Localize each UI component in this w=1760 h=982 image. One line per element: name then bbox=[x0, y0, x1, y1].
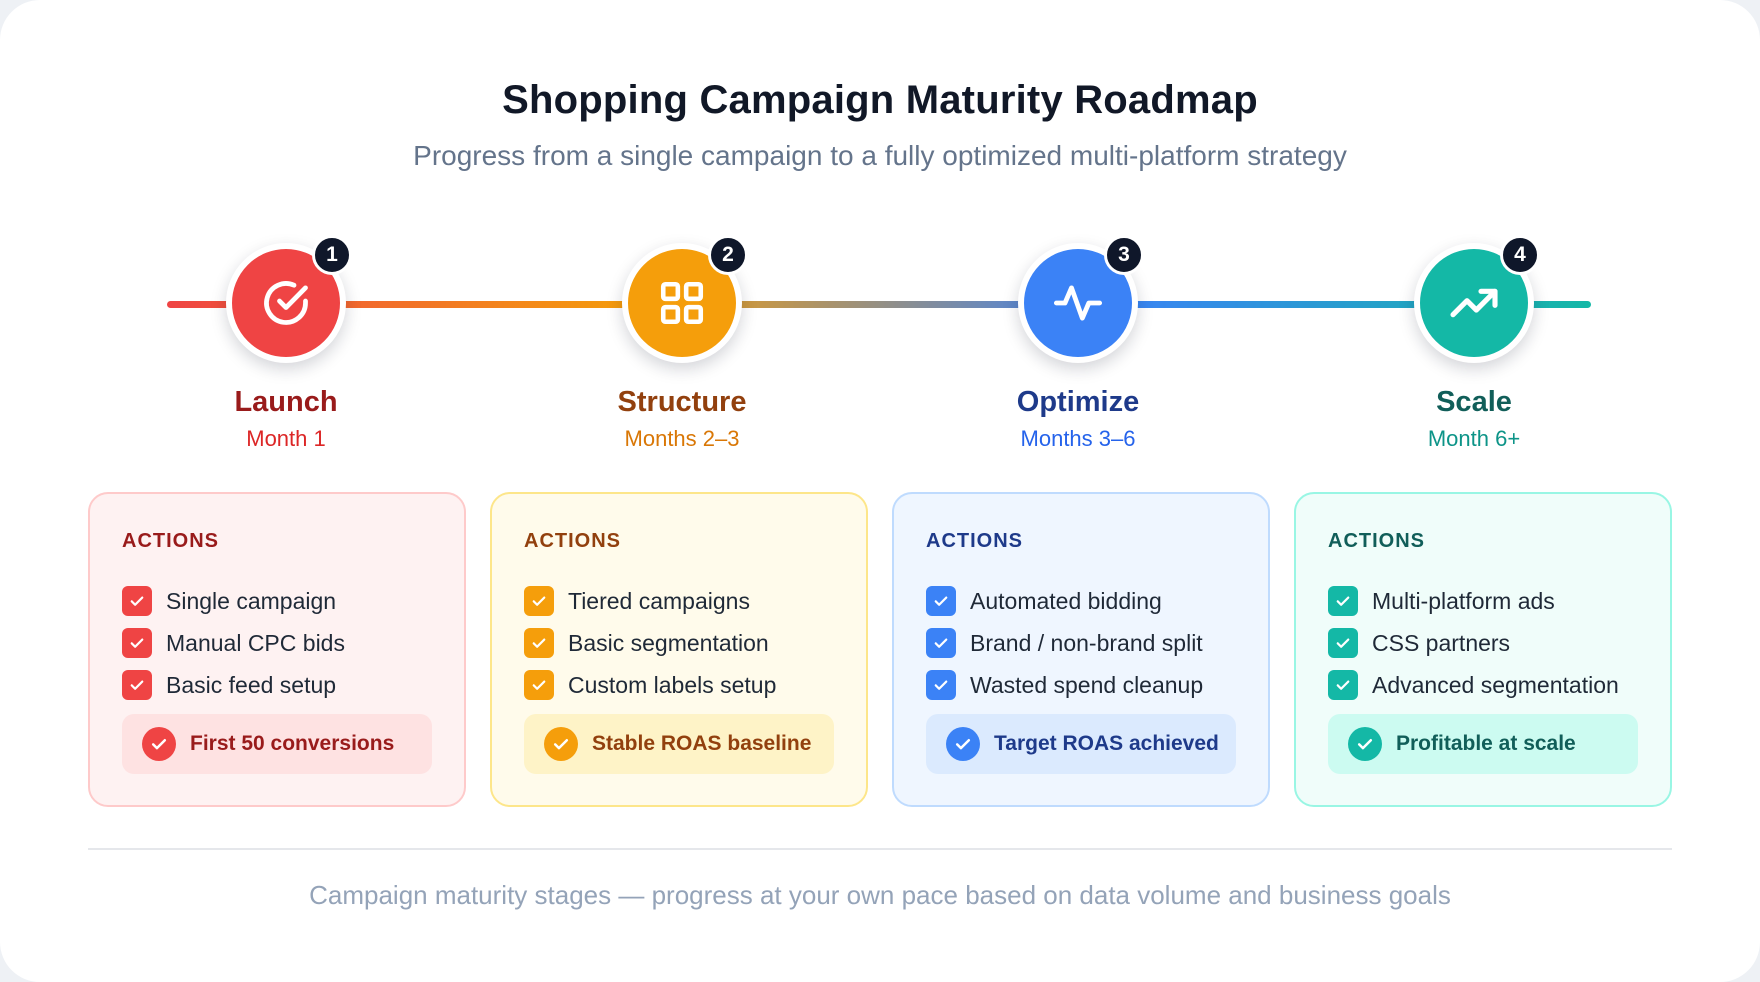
actions-label: ACTIONS bbox=[524, 530, 621, 552]
milestone-badge: First 50 conversions bbox=[122, 714, 432, 774]
actions-label: ACTIONS bbox=[1328, 530, 1425, 552]
action-text: Brand / non-brand split bbox=[970, 629, 1203, 656]
footer-note: Campaign maturity stages — progress at y… bbox=[309, 880, 1451, 910]
action-list: Single campaign Manual CPC bids Basic fe… bbox=[122, 580, 345, 706]
stage-time-structure: Months 2–3 bbox=[624, 426, 740, 451]
check-circle-icon bbox=[142, 727, 176, 761]
grid-icon bbox=[660, 281, 704, 325]
actions-label: ACTIONS bbox=[122, 530, 219, 552]
stage-time-launch: Month 1 bbox=[246, 426, 326, 451]
checkbox-icon bbox=[1328, 628, 1358, 658]
stage-node-optimize: 3 bbox=[1018, 235, 1144, 363]
action-item: Brand / non-brand split bbox=[926, 622, 1203, 664]
stage-name-launch: Launch bbox=[234, 386, 338, 418]
checkbox-icon bbox=[524, 670, 554, 700]
stage-name-structure: Structure bbox=[617, 386, 747, 418]
action-text: Manual CPC bids bbox=[166, 629, 345, 656]
action-text: Multi-platform ads bbox=[1372, 587, 1555, 614]
action-item: Custom labels setup bbox=[524, 664, 776, 706]
stage-name-scale: Scale bbox=[1436, 386, 1512, 418]
action-text: Custom labels setup bbox=[568, 671, 777, 698]
action-item: Tiered campaigns bbox=[524, 580, 776, 622]
actions-panel-optimize: ACTIONS Automated bidding Brand / non-br… bbox=[892, 492, 1270, 807]
action-text: Tiered campaigns bbox=[568, 587, 750, 614]
actions-panel-structure: ACTIONS Tiered campaigns Basic segmentat… bbox=[490, 492, 868, 807]
stage-number-badge: 2 bbox=[708, 235, 748, 275]
stage-number-badge: 3 bbox=[1104, 235, 1144, 275]
action-item: Automated bidding bbox=[926, 580, 1203, 622]
milestone-badge: Target ROAS achieved bbox=[926, 714, 1236, 774]
stage-node-structure: 2 bbox=[622, 235, 748, 363]
action-text: Wasted spend cleanup bbox=[970, 671, 1204, 698]
checkbox-icon bbox=[122, 670, 152, 700]
checkbox-icon bbox=[926, 670, 956, 700]
action-item: Manual CPC bids bbox=[122, 622, 345, 664]
milestone-badge: Profitable at scale bbox=[1328, 714, 1638, 774]
actions-label: ACTIONS bbox=[926, 530, 1023, 552]
checkbox-icon bbox=[524, 628, 554, 658]
stage-time-scale: Month 6+ bbox=[1427, 426, 1521, 451]
action-item: Wasted spend cleanup bbox=[926, 664, 1203, 706]
actions-panel-launch: ACTIONS Single campaign Manual CPC bids … bbox=[88, 492, 466, 807]
action-text: Single campaign bbox=[166, 587, 337, 614]
checkbox-icon bbox=[1328, 586, 1358, 616]
action-item: CSS partners bbox=[1328, 622, 1619, 664]
footer-divider bbox=[88, 848, 1672, 850]
action-text: Advanced segmentation bbox=[1372, 671, 1619, 698]
action-list: Tiered campaigns Basic segmentation Cust… bbox=[524, 580, 776, 706]
activity-icon bbox=[1053, 285, 1103, 321]
timeline-line bbox=[167, 301, 1591, 308]
action-item: Multi-platform ads bbox=[1328, 580, 1619, 622]
checkbox-icon bbox=[524, 586, 554, 616]
checkbox-icon bbox=[122, 628, 152, 658]
actions-panel-scale: ACTIONS Multi-platform ads CSS partners … bbox=[1294, 492, 1672, 807]
milestone-badge: Stable ROAS baseline bbox=[524, 714, 834, 774]
milestone-text: Profitable at scale bbox=[1396, 732, 1576, 755]
checkbox-icon bbox=[926, 586, 956, 616]
action-list: Multi-platform ads CSS partners Advanced… bbox=[1328, 580, 1619, 706]
action-item: Basic feed setup bbox=[122, 664, 345, 706]
action-item: Basic segmentation bbox=[524, 622, 776, 664]
milestone-text: First 50 conversions bbox=[190, 732, 395, 755]
stage-node-scale: 4 bbox=[1414, 235, 1540, 363]
action-text: Basic segmentation bbox=[568, 629, 769, 656]
action-text: CSS partners bbox=[1372, 629, 1511, 656]
action-text: Automated bidding bbox=[970, 587, 1162, 614]
trending-up-icon bbox=[1450, 288, 1498, 318]
check-circle-icon bbox=[264, 281, 308, 325]
page-subtitle: Progress from a single campaign to a ful… bbox=[413, 140, 1347, 171]
milestone-text: Target ROAS achieved bbox=[994, 732, 1219, 755]
page-title: Shopping Campaign Maturity Roadmap bbox=[502, 78, 1258, 122]
action-item: Advanced segmentation bbox=[1328, 664, 1619, 706]
check-circle-icon bbox=[1348, 727, 1382, 761]
stage-node-launch: 1 bbox=[226, 235, 352, 363]
milestone-text: Stable ROAS baseline bbox=[592, 732, 812, 755]
stage-number-badge: 4 bbox=[1500, 235, 1540, 275]
stage-number-badge: 1 bbox=[312, 235, 352, 275]
stage-time-optimize: Months 3–6 bbox=[1020, 426, 1136, 451]
checkbox-icon bbox=[926, 628, 956, 658]
action-list: Automated bidding Brand / non-brand spli… bbox=[926, 580, 1203, 706]
checkbox-icon bbox=[1328, 670, 1358, 700]
check-circle-icon bbox=[544, 727, 578, 761]
stage-name-optimize: Optimize bbox=[1016, 386, 1140, 418]
action-item: Single campaign bbox=[122, 580, 345, 622]
action-text: Basic feed setup bbox=[166, 671, 337, 698]
check-circle-icon bbox=[946, 727, 980, 761]
checkbox-icon bbox=[122, 586, 152, 616]
